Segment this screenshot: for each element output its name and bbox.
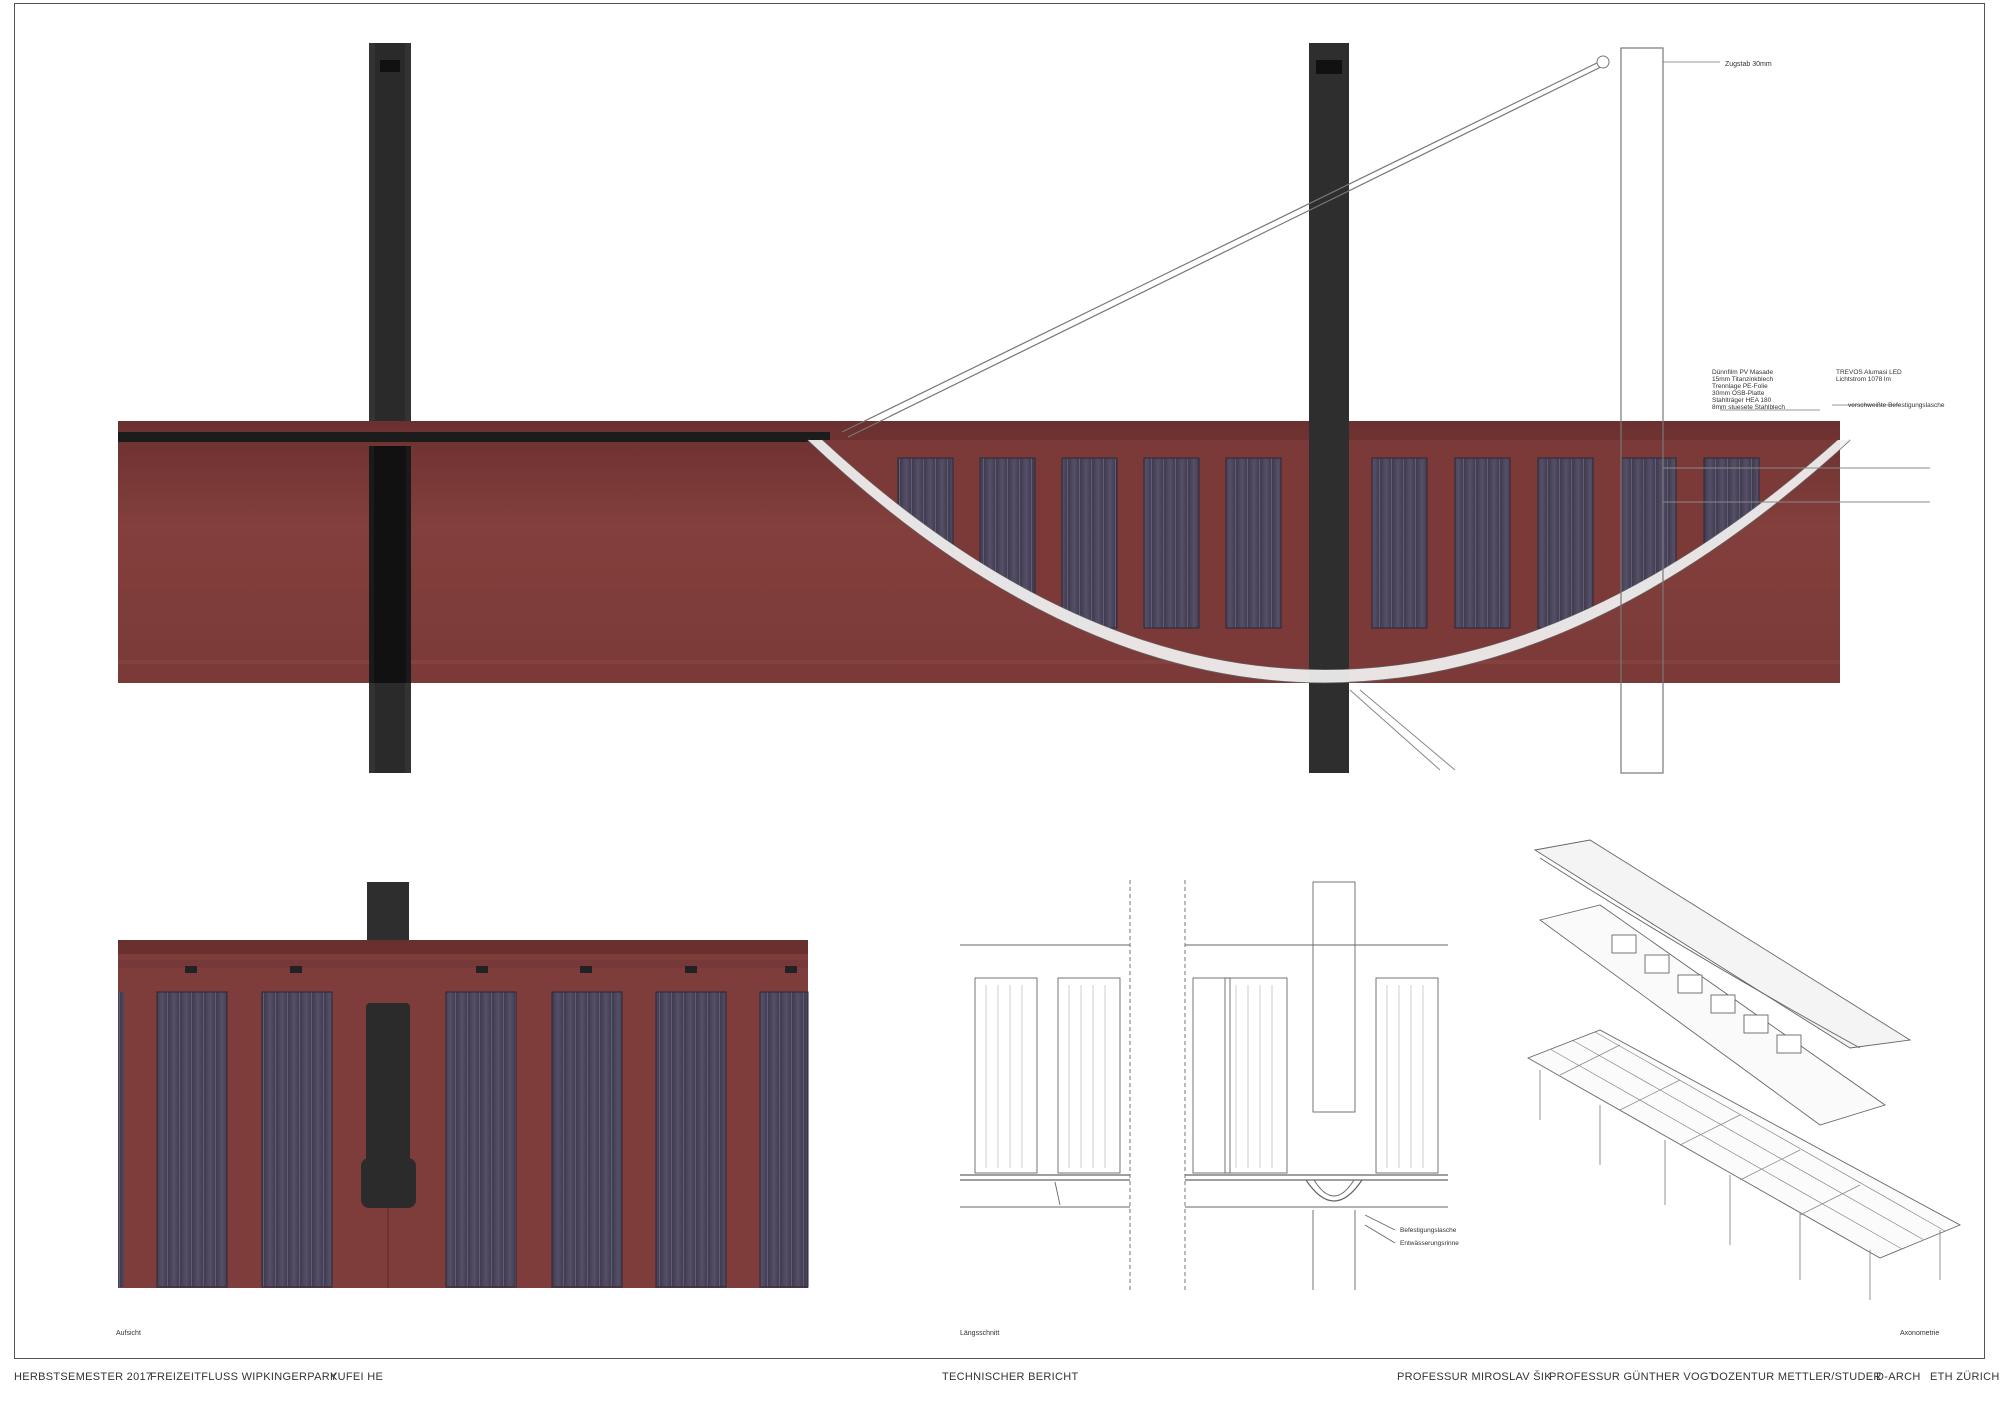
column-center	[1309, 43, 1349, 773]
footer-author: YUFEI HE	[330, 1371, 384, 1383]
footer-school: ETH ZÜRICH	[1930, 1371, 2000, 1383]
caption-laengsschnitt: Längsschnitt	[960, 1330, 1000, 1337]
footer-title: TECHNISCHER BERICHT	[942, 1371, 1079, 1383]
footer-project: FREIZEITFLUSS WIPKINGERPARK	[150, 1371, 338, 1383]
caption-axonometrie: Axonometrie	[1900, 1330, 1940, 1337]
layer-legend: Dünnfilm PV Masade 15mm Titanzinkblech T…	[1712, 369, 1785, 411]
main-section: Zugstab 30mm Dünnfilm PV Masade 15mm Tit…	[118, 43, 1945, 774]
layer-2: 15mm Titanzinkblech	[1712, 376, 1773, 383]
footer-prof1: PROFESSUR MIROSLAV ŠIK	[1397, 1371, 1552, 1383]
label-zugstab: Zugstab 30mm	[1725, 61, 1772, 68]
footer-dozentur: DOZENTUR METTLER/STUDER	[1711, 1371, 1882, 1383]
label-leuchte-2: Lichtstrom 1078 lm	[1836, 376, 1891, 383]
footer-semester: HERBSTSEMESTER 2017	[14, 1371, 153, 1383]
layer-4: 30mm OSB-Platte	[1712, 390, 1765, 397]
plan-column	[366, 1003, 410, 1163]
longitudinal-section	[960, 880, 1448, 1290]
tension-rod	[841, 59, 1604, 433]
sheet-frame	[14, 3, 1985, 1359]
column-outline	[1620, 47, 1664, 774]
label-befestigungslasche: Befestigungslasche	[1400, 1227, 1457, 1234]
label-leuchte-1: TREVOS Alumasi LED	[1836, 369, 1902, 376]
layer-6: 8mm stuesete Stahlblech	[1712, 404, 1785, 411]
layer-3: Trennlage PE-Folie	[1712, 383, 1768, 390]
plan-view	[118, 882, 809, 1288]
axonometric-view	[1526, 839, 1962, 1300]
footer-dept: D-ARCH	[1876, 1371, 1921, 1383]
plan-panels	[118, 991, 809, 1288]
footer-prof2: PROFESSUR GÜNTHER VOGT	[1549, 1371, 1716, 1383]
label-befestigung: verschweißte Befestigungslasche	[1848, 402, 1945, 409]
layer-1: Dünnfilm PV Masade	[1712, 369, 1773, 376]
layer-5: Stahlträger HEA 180	[1712, 397, 1772, 404]
label-entwaesserungsrinne: Entwässerungsrinne	[1400, 1240, 1459, 1247]
footer: HERBSTSEMESTER 2017 FREIZEITFLUSS WIPKIN…	[14, 1371, 1999, 1387]
caption-aufsicht: Aufsicht	[116, 1330, 141, 1337]
